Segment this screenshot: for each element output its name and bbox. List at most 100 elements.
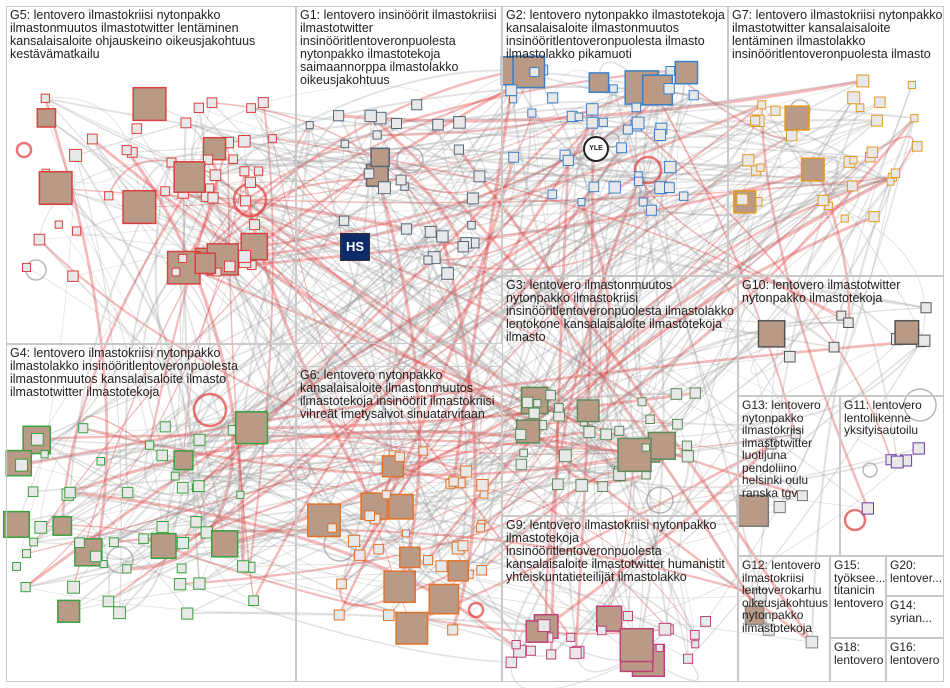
- user-node[interactable]: [176, 537, 190, 550]
- user-node[interactable]: [521, 396, 534, 409]
- user-node[interactable]: [670, 388, 683, 400]
- user-node[interactable]: [559, 449, 572, 463]
- user-node[interactable]: [871, 114, 883, 127]
- user-node[interactable]: [849, 156, 858, 165]
- user-node[interactable]: [800, 157, 825, 182]
- user-node[interactable]: [473, 170, 486, 183]
- user-node[interactable]: [238, 135, 251, 148]
- user-node[interactable]: [569, 646, 582, 660]
- user-node[interactable]: [441, 267, 454, 280]
- user-node[interactable]: [505, 656, 518, 669]
- user-node[interactable]: [537, 619, 551, 633]
- user-node[interactable]: [634, 176, 644, 186]
- user-node[interactable]: [354, 549, 366, 561]
- user-node[interactable]: [138, 533, 149, 544]
- user-node[interactable]: [424, 225, 437, 238]
- user-node[interactable]: [121, 145, 132, 156]
- user-node[interactable]: [918, 334, 931, 347]
- user-node[interactable]: [608, 181, 621, 194]
- user-node[interactable]: [790, 429, 801, 440]
- user-node[interactable]: [209, 169, 222, 181]
- user-node[interactable]: [394, 451, 405, 462]
- user-node[interactable]: [528, 407, 540, 419]
- user-node[interactable]: [253, 166, 264, 176]
- user-node[interactable]: [645, 414, 655, 424]
- user-node[interactable]: [546, 649, 557, 660]
- user-node[interactable]: [160, 186, 171, 197]
- user-node[interactable]: [655, 644, 664, 652]
- user-node[interactable]: [868, 211, 880, 223]
- user-node[interactable]: [432, 118, 444, 131]
- user-node[interactable]: [180, 117, 192, 129]
- user-node[interactable]: [742, 154, 755, 167]
- user-node[interactable]: [681, 440, 693, 451]
- user-node[interactable]: [104, 191, 114, 201]
- user-node[interactable]: [370, 147, 390, 168]
- user-node[interactable]: [828, 341, 840, 353]
- hs-logo-node[interactable]: HS: [340, 233, 370, 261]
- user-node[interactable]: [691, 640, 700, 649]
- user-node[interactable]: [453, 116, 466, 129]
- user-node[interactable]: [170, 471, 180, 481]
- user-node[interactable]: [784, 350, 796, 363]
- user-node[interactable]: [336, 578, 347, 590]
- user-node[interactable]: [890, 455, 904, 469]
- user-node[interactable]: [765, 438, 777, 450]
- user-node[interactable]: [373, 543, 384, 555]
- user-node[interactable]: [52, 516, 73, 536]
- user-node[interactable]: [622, 611, 634, 622]
- user-node[interactable]: [194, 252, 217, 275]
- user-node[interactable]: [113, 606, 126, 620]
- user-node[interactable]: [525, 645, 536, 656]
- user-node[interactable]: [132, 86, 167, 122]
- user-node[interactable]: [131, 123, 143, 134]
- user-node[interactable]: [508, 151, 520, 163]
- user-node[interactable]: [340, 139, 350, 149]
- user-node[interactable]: [395, 174, 407, 186]
- user-node[interactable]: [786, 129, 798, 142]
- user-node[interactable]: [757, 100, 767, 110]
- user-node[interactable]: [202, 136, 227, 161]
- user-node[interactable]: [631, 116, 645, 130]
- user-node[interactable]: [399, 546, 421, 569]
- user-node[interactable]: [577, 198, 586, 207]
- user-node[interactable]: [664, 160, 677, 174]
- user-node[interactable]: [907, 80, 916, 90]
- user-node[interactable]: [67, 270, 79, 282]
- user-node[interactable]: [566, 632, 576, 642]
- user-node[interactable]: [756, 163, 765, 172]
- user-node[interactable]: [547, 92, 559, 104]
- user-node[interactable]: [391, 118, 402, 129]
- user-node[interactable]: [476, 479, 489, 492]
- user-node[interactable]: [797, 490, 808, 502]
- user-node[interactable]: [674, 60, 699, 85]
- user-node[interactable]: [257, 97, 269, 109]
- user-node[interactable]: [597, 481, 609, 493]
- user-node[interactable]: [90, 550, 102, 563]
- user-node[interactable]: [586, 116, 599, 129]
- user-node[interactable]: [72, 226, 82, 236]
- user-node[interactable]: [753, 588, 767, 602]
- user-node[interactable]: [866, 146, 879, 158]
- user-node[interactable]: [246, 103, 256, 113]
- user-node[interactable]: [700, 616, 712, 627]
- user-node[interactable]: [364, 109, 377, 123]
- user-node[interactable]: [122, 486, 134, 499]
- user-node[interactable]: [817, 194, 829, 207]
- user-node[interactable]: [29, 537, 38, 547]
- user-node[interactable]: [96, 457, 105, 466]
- user-node[interactable]: [460, 465, 473, 478]
- user-node[interactable]: [78, 423, 89, 434]
- user-node[interactable]: [861, 502, 875, 515]
- user-node[interactable]: [224, 260, 236, 273]
- user-node[interactable]: [665, 66, 676, 76]
- user-node[interactable]: [20, 582, 31, 593]
- user-node[interactable]: [597, 625, 607, 636]
- user-node[interactable]: [347, 534, 361, 548]
- user-node[interactable]: [631, 102, 642, 113]
- user-node[interactable]: [476, 565, 487, 576]
- user-node[interactable]: [22, 262, 32, 272]
- user-node[interactable]: [15, 458, 28, 472]
- user-node[interactable]: [387, 493, 414, 520]
- user-node[interactable]: [372, 130, 382, 140]
